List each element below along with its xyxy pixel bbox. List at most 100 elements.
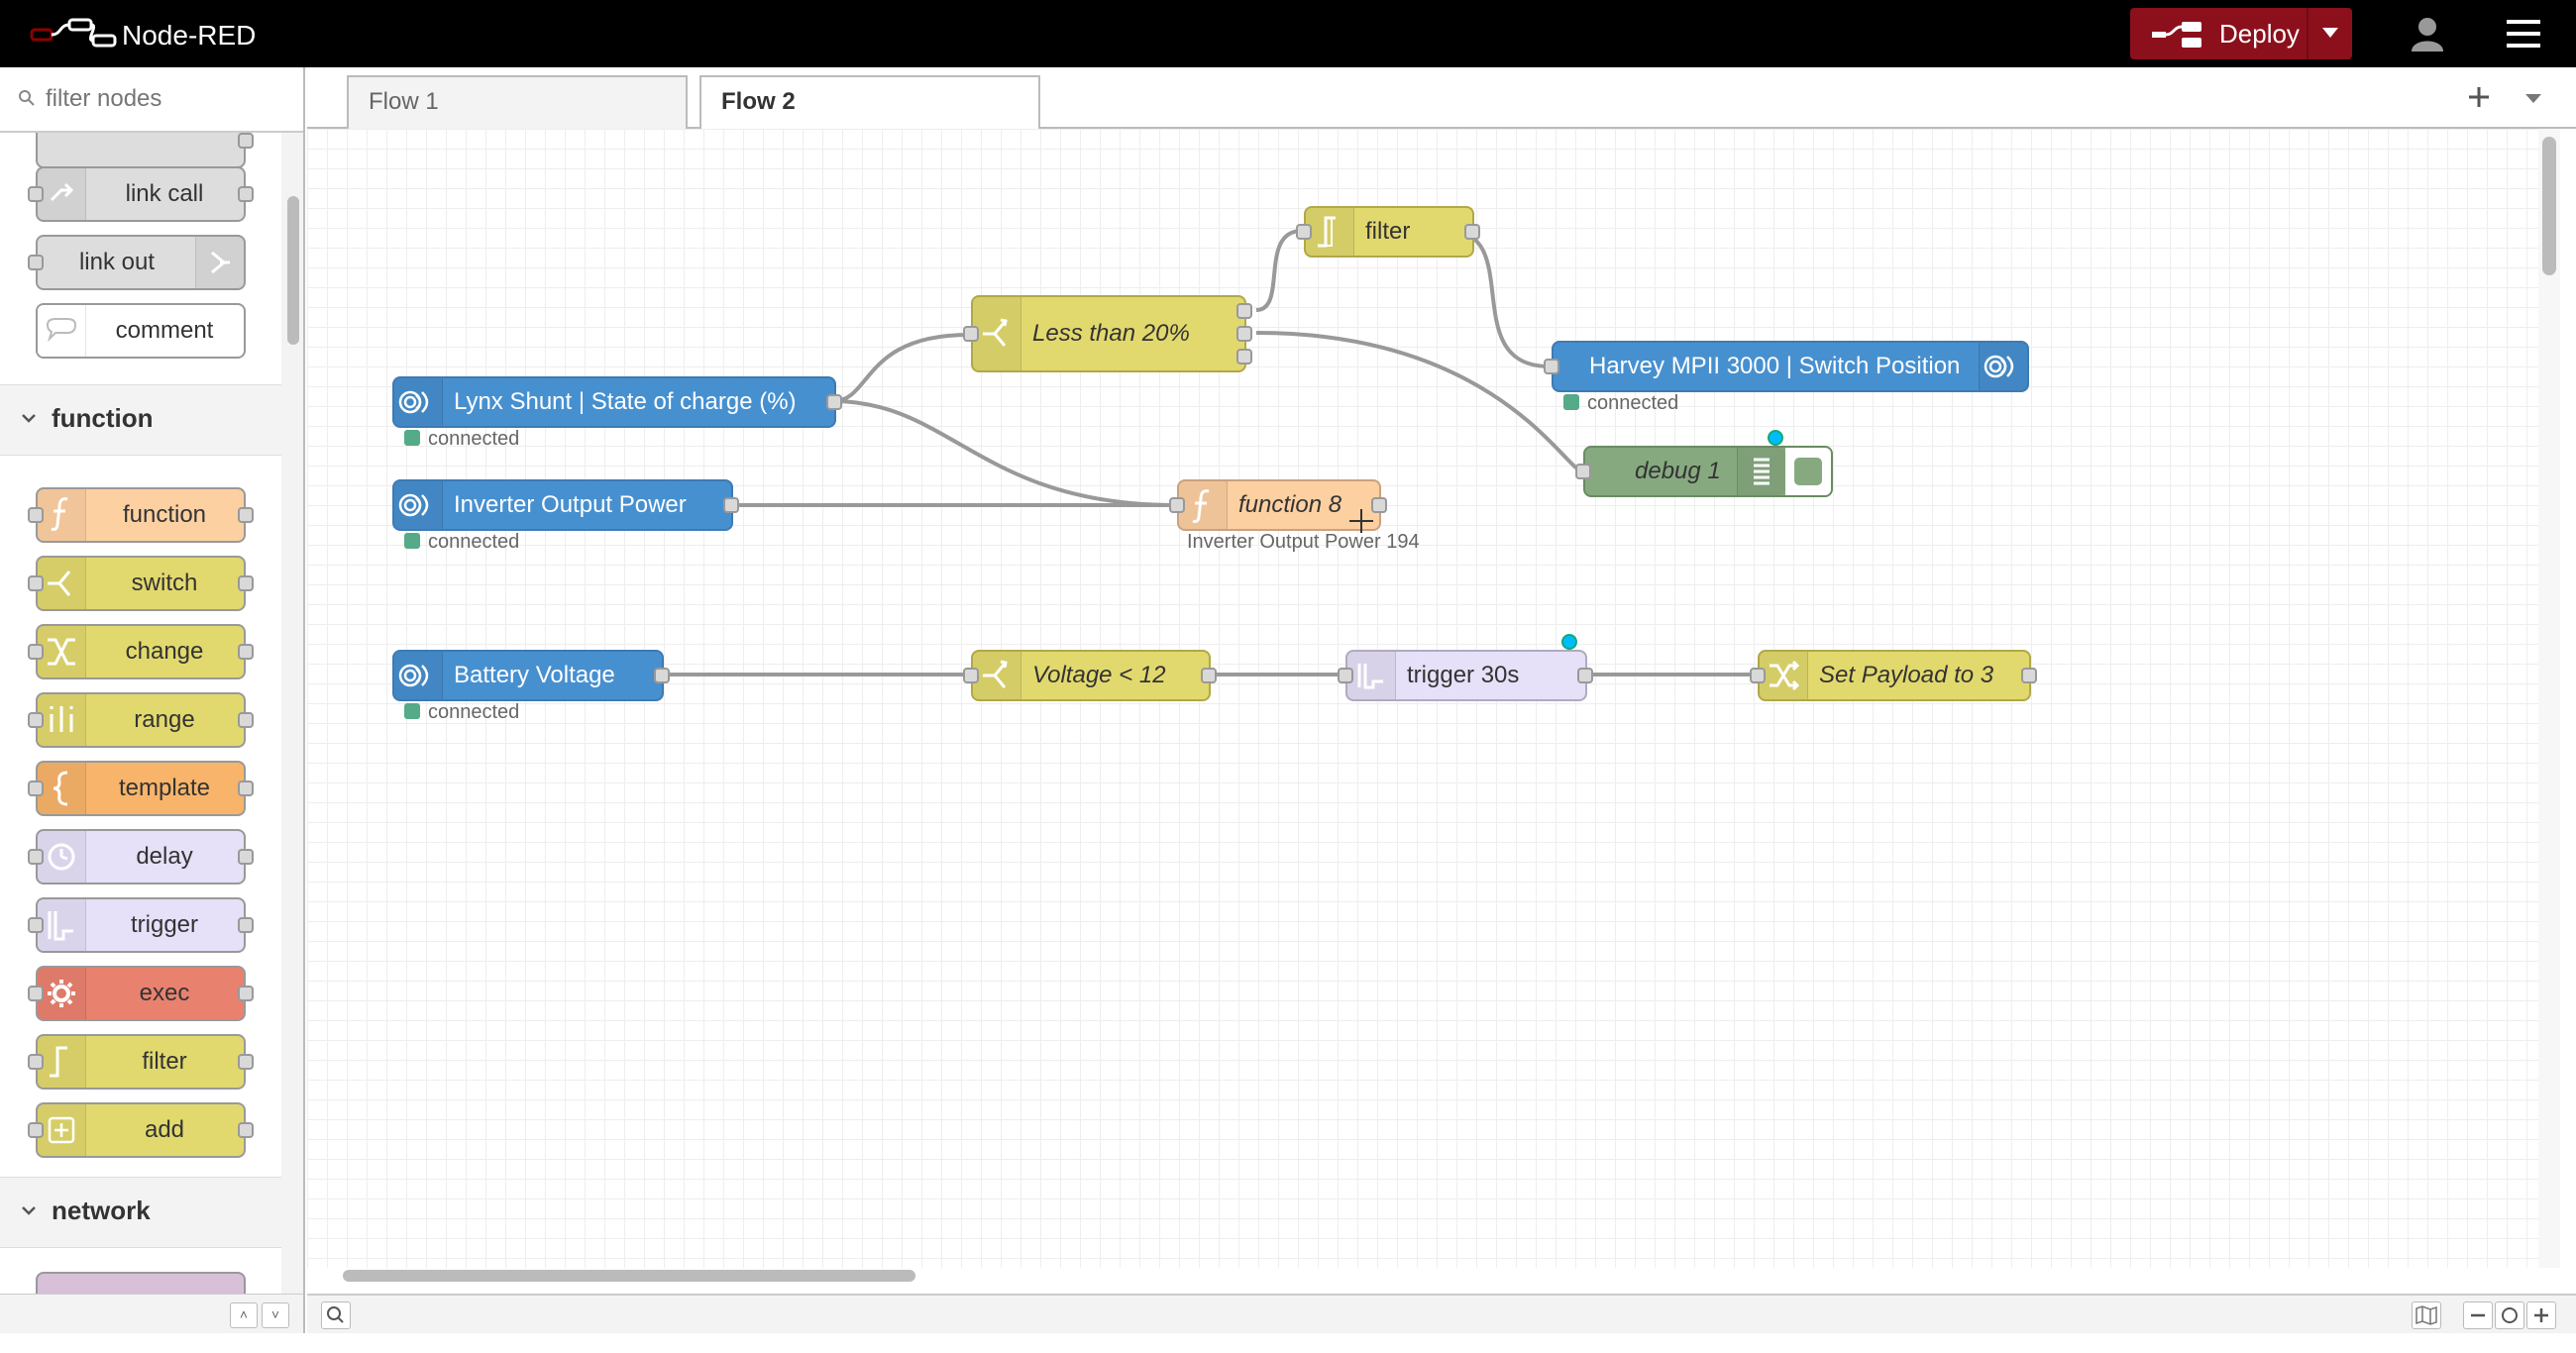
palette-scrollbar[interactable] [287, 196, 299, 345]
input-port[interactable] [1169, 497, 1185, 513]
exec-icon [38, 968, 86, 1019]
category-label: function [52, 403, 154, 433]
input-port[interactable] [963, 668, 979, 683]
deploy-button[interactable]: Deploy [2130, 8, 2352, 59]
flow-node-battery-voltage[interactable]: Battery Voltage [392, 650, 670, 701]
input-port[interactable] [1296, 224, 1312, 240]
palette-node-label: function [122, 501, 207, 528]
add-tab-icon[interactable] [2467, 85, 2491, 109]
palette-node-trigger[interactable]: trigger [28, 897, 254, 953]
input-port [28, 986, 44, 1001]
output-port[interactable] [1201, 668, 1217, 683]
hamburger-menu-icon[interactable] [2507, 20, 2540, 48]
palette-node-delay[interactable]: delay [28, 829, 254, 885]
input-port[interactable] [963, 326, 979, 342]
palette-search [0, 67, 303, 133]
input-port [28, 849, 44, 865]
flow-node-harvey-mpii-3000[interactable]: Harvey MPII 3000 | Switch Position [1544, 341, 2029, 392]
palette-node-label: add [144, 1116, 185, 1143]
zoom-reset-button[interactable] [2495, 1301, 2524, 1329]
workspace-footer [307, 1294, 2576, 1333]
output-port[interactable] [723, 497, 739, 513]
input-port[interactable] [1750, 668, 1766, 683]
flow-node-trigger-30s[interactable]: trigger 30s [1338, 650, 1593, 701]
palette-category-function[interactable]: function [0, 384, 281, 456]
flow-node-inverter-output-power[interactable]: Inverter Output Power [392, 479, 739, 531]
palette-footer: ˄ ˅ [0, 1294, 303, 1333]
workspace-vertical-scrollbar[interactable] [2542, 137, 2556, 275]
workspace-horizontal-scrollbar[interactable] [343, 1270, 915, 1282]
palette-node-switch[interactable]: switch [28, 556, 254, 611]
navigator-map-button[interactable] [2412, 1301, 2441, 1329]
zoom-out-icon [2471, 1313, 2485, 1317]
output-port[interactable] [1236, 349, 1252, 364]
tab-menu-caret-icon[interactable] [2524, 93, 2542, 105]
filter-nodes-input[interactable] [44, 81, 291, 117]
flow-node-filter[interactable]: filter [1296, 206, 1480, 258]
switch-icon [973, 297, 1021, 370]
palette-node-link-out[interactable]: link out [28, 235, 246, 290]
output-port[interactable] [2021, 668, 2037, 683]
output-port[interactable] [826, 394, 842, 410]
flow-node-lynx-shunt[interactable]: Lynx Shunt | State of charge (%) [392, 376, 842, 428]
palette-node-function[interactable]: function [28, 487, 254, 543]
palette-node-link-in[interactable] [36, 133, 254, 168]
switch-icon [38, 558, 86, 609]
node-label: Harvey MPII 3000 | Switch Position [1589, 353, 1961, 379]
input-port[interactable] [1575, 464, 1591, 479]
output-port[interactable] [1236, 326, 1252, 342]
palette-node-comment[interactable]: comment [36, 303, 246, 359]
flow-node-debug-1[interactable]: debug 1 [1575, 446, 1833, 497]
header-bar: Node-RED Deploy [0, 0, 2576, 67]
expand-all-icon[interactable]: ˅ [262, 1302, 289, 1328]
node-label: Inverter Output Power [454, 491, 687, 518]
tab-flow-1[interactable]: Flow 1 [347, 75, 688, 131]
output-port[interactable] [654, 668, 670, 683]
palette-node-exec[interactable]: exec [28, 966, 254, 1021]
palette-node-link-call[interactable]: link call [28, 166, 254, 222]
collapse-all-icon[interactable]: ˄ [230, 1302, 258, 1328]
palette-node-label: link call [125, 180, 204, 207]
wire [832, 399, 1176, 507]
palette-node-template[interactable]: template [28, 761, 254, 816]
zoom-in-button[interactable] [2526, 1301, 2556, 1329]
flow-node-voltage-less-12[interactable]: Voltage < 12 [963, 650, 1217, 701]
input-port [28, 644, 44, 660]
node-label: Voltage < 12 [1032, 662, 1166, 688]
flow-node-less-than-20[interactable]: Less than 20% [963, 295, 1252, 372]
tab-flow-2[interactable]: Flow 2 [699, 75, 1040, 133]
search-flows-button[interactable] [321, 1301, 351, 1329]
output-port[interactable] [1577, 668, 1593, 683]
debug-toggle-button[interactable] [1785, 448, 1831, 495]
output-port [238, 186, 254, 202]
input-port [28, 575, 44, 591]
comment-icon [38, 305, 86, 357]
palette-node-filter[interactable]: filter [28, 1034, 254, 1090]
wire [1255, 331, 1582, 472]
flow-node-function-8[interactable]: function 8 [1169, 479, 1387, 531]
output-port[interactable] [1464, 224, 1480, 240]
node-palette: link call link out comment function func… [0, 67, 305, 1353]
output-port[interactable] [1371, 497, 1387, 513]
add-icon [38, 1104, 86, 1156]
crosshair-cursor-icon [1349, 509, 1373, 533]
zoom-out-button[interactable] [2463, 1301, 2493, 1329]
category-label: network [52, 1196, 151, 1225]
node-label: function 8 [1238, 491, 1342, 518]
node-label: filter [1365, 218, 1411, 245]
input-port[interactable] [1544, 359, 1559, 374]
palette-node-range[interactable]: range [28, 692, 254, 748]
input-port [28, 255, 44, 270]
output-port [238, 507, 254, 523]
user-icon[interactable] [2408, 16, 2447, 52]
flow-workspace[interactable]: Lynx Shunt | State of charge (%) connect… [307, 129, 2546, 1268]
output-port[interactable] [1236, 303, 1252, 319]
node-status: Inverter Output Power 194 [1187, 531, 1420, 553]
palette-node-add[interactable]: add [28, 1102, 254, 1158]
flow-node-set-payload-to-3[interactable]: Set Payload to 3 [1750, 650, 2037, 701]
palette-node-change[interactable]: change [28, 624, 254, 679]
input-port[interactable] [1338, 668, 1353, 683]
input-port [28, 507, 44, 523]
deploy-options-button[interactable] [2307, 8, 2352, 59]
palette-category-network[interactable]: network [0, 1177, 281, 1248]
